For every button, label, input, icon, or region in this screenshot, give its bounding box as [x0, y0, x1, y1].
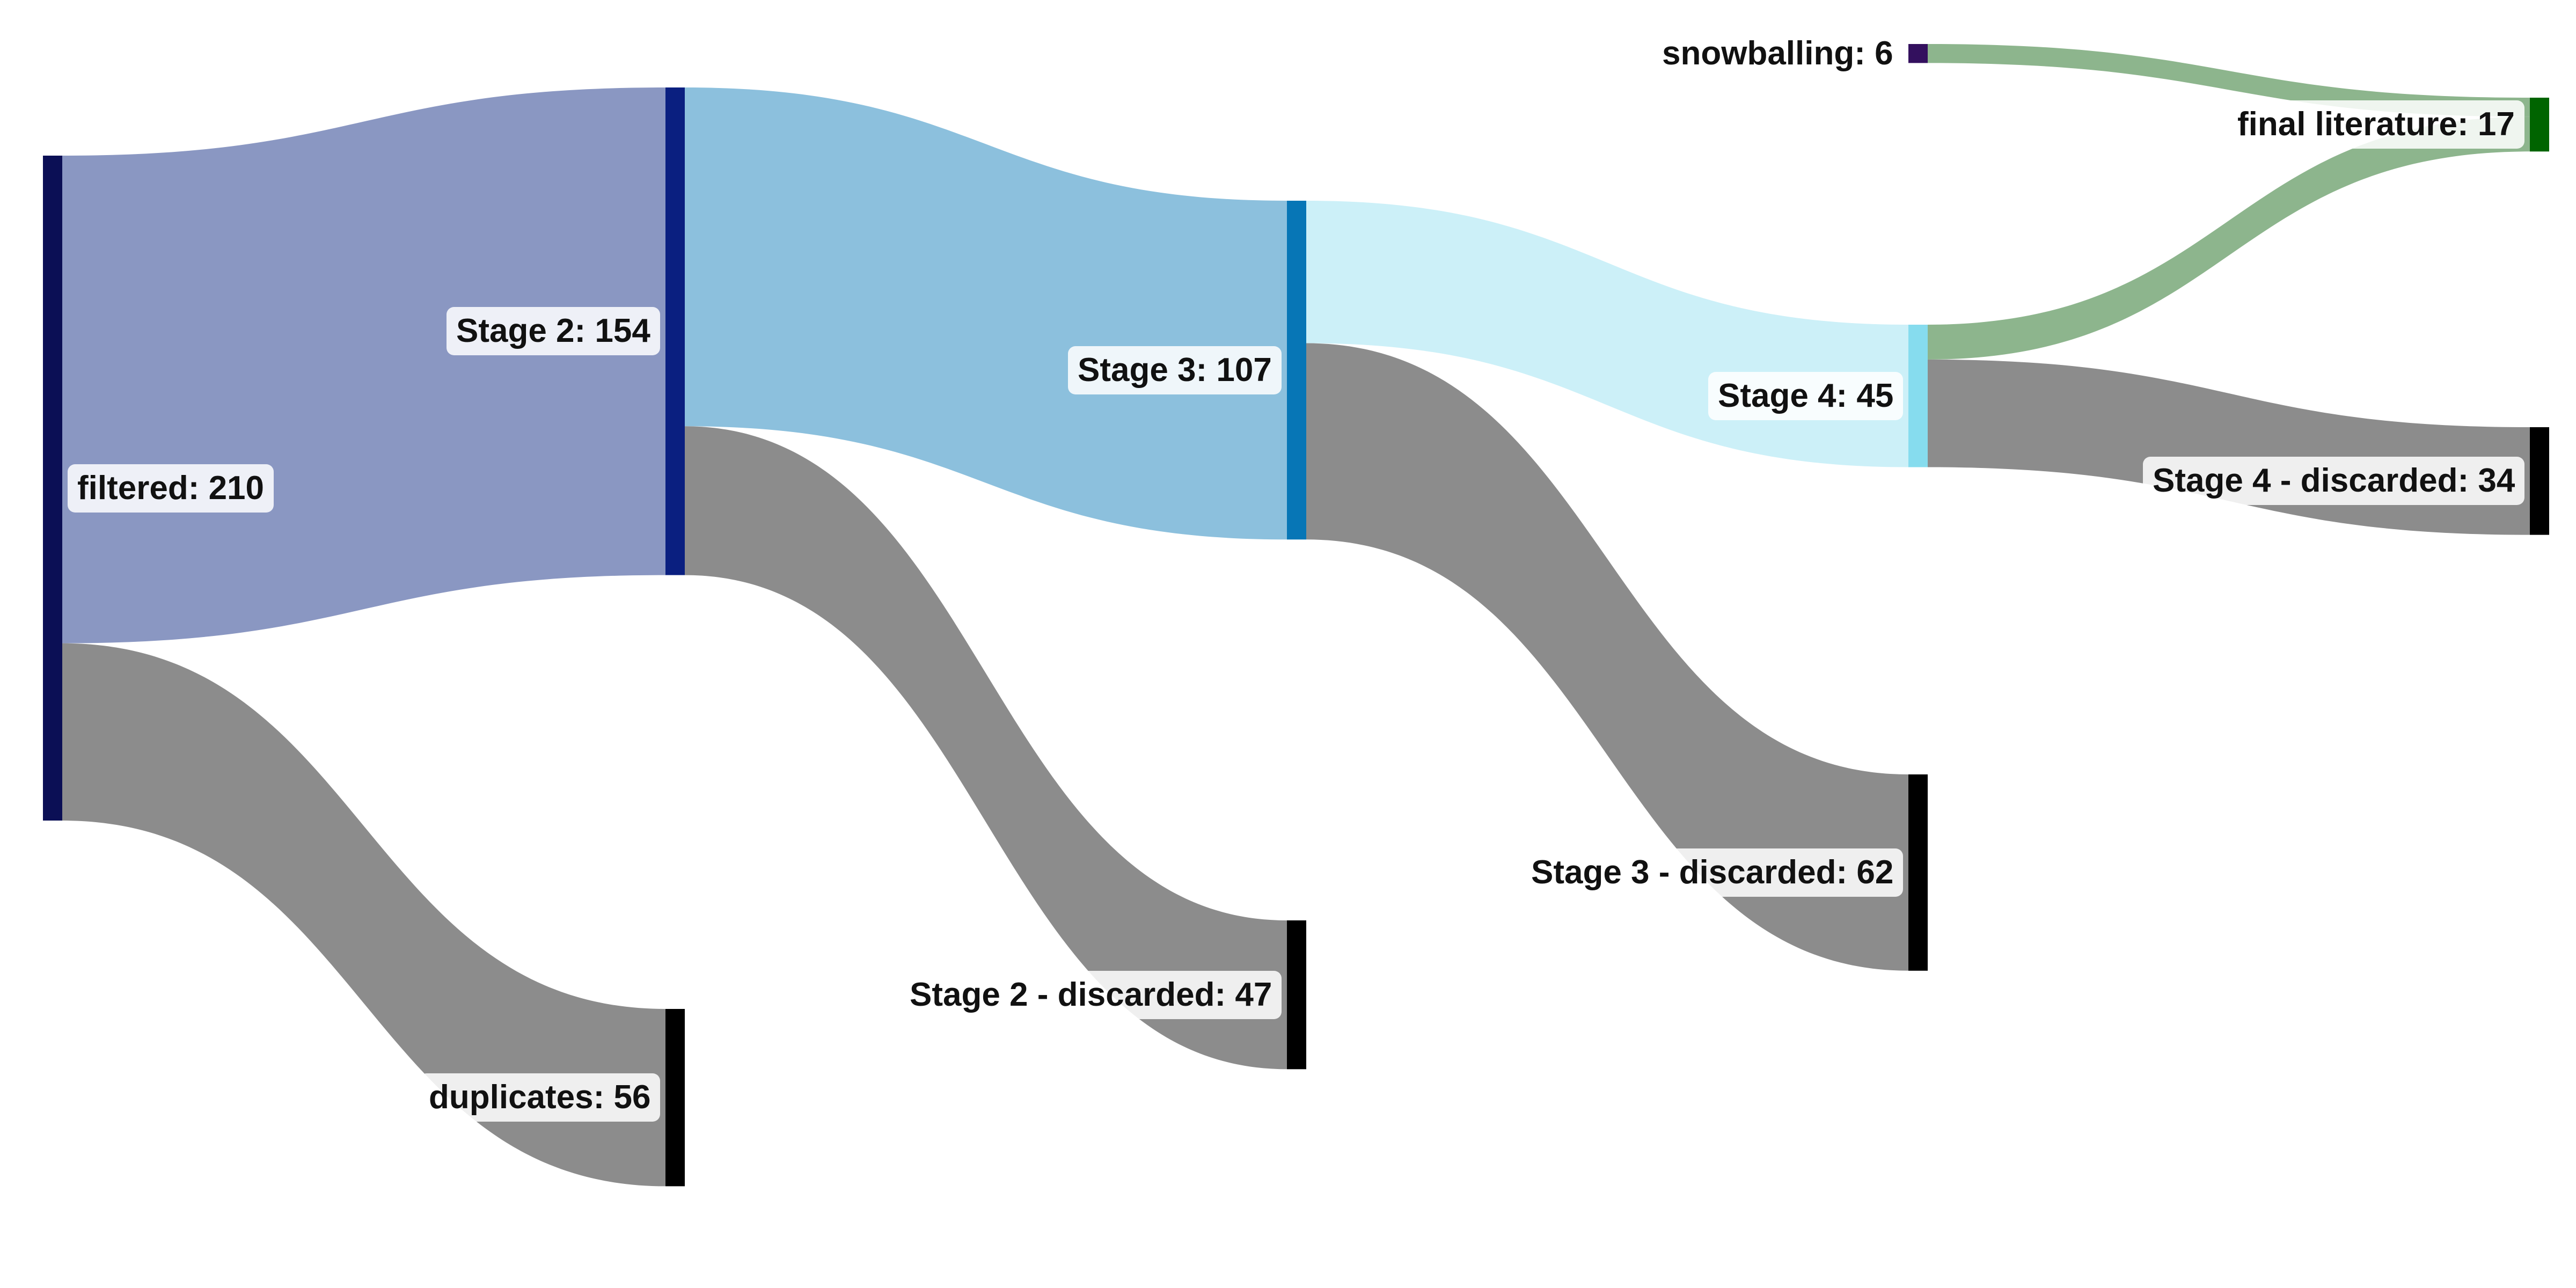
- node-bar-filtered: [43, 156, 62, 821]
- node-bar-duplicates: [665, 1009, 685, 1187]
- node-label-stage-3-discarded: Stage 3 - discarded: 62: [1521, 848, 1904, 897]
- node-bar-stage3: [1287, 201, 1306, 540]
- node-bar-stage2: [665, 87, 685, 575]
- link-stage4-to-final_literature: [1928, 116, 2530, 360]
- node-bar-stage3_discarded: [1908, 774, 1928, 971]
- node-label-stage-4-discarded: Stage 4 - discarded: 34: [2143, 457, 2525, 506]
- node-label-stage-4: Stage 4: 45: [1708, 371, 1904, 420]
- link-filtered-to-duplicates: [62, 643, 665, 1187]
- node-label-stage-2-discarded: Stage 2 - discarded: 47: [900, 970, 1282, 1019]
- link-filtered-to-stage2: [62, 87, 665, 643]
- node-label-snowballing: snowballing: 6: [1662, 34, 1893, 72]
- node-bar-snowballing: [1908, 44, 1928, 63]
- node-bar-stage4_discarded: [2530, 427, 2549, 535]
- node-bar-final_literature: [2530, 98, 2549, 152]
- node-label-filtered: filtered: 210: [68, 464, 274, 513]
- node-label-final-literature: final literature: 17: [2228, 100, 2524, 149]
- node-label-duplicates: duplicates: 56: [419, 1073, 661, 1122]
- link-stage4-to-stage4_discarded: [1928, 359, 2530, 535]
- link-stage2-to-stage2_discarded: [685, 426, 1287, 1070]
- link-stage2-to-stage3: [685, 87, 1287, 540]
- link-stage3-to-stage3_discarded: [1306, 343, 1908, 971]
- node-label-stage-2: Stage 2: 154: [447, 307, 660, 356]
- node-bar-stage4: [1908, 325, 1928, 467]
- sankey-nodes: [43, 44, 2549, 1187]
- node-label-stage-3: Stage 3: 107: [1068, 346, 1282, 394]
- link-snowballing-to-final_literature: [1928, 44, 2530, 117]
- node-bar-stage2_discarded: [1287, 920, 1306, 1070]
